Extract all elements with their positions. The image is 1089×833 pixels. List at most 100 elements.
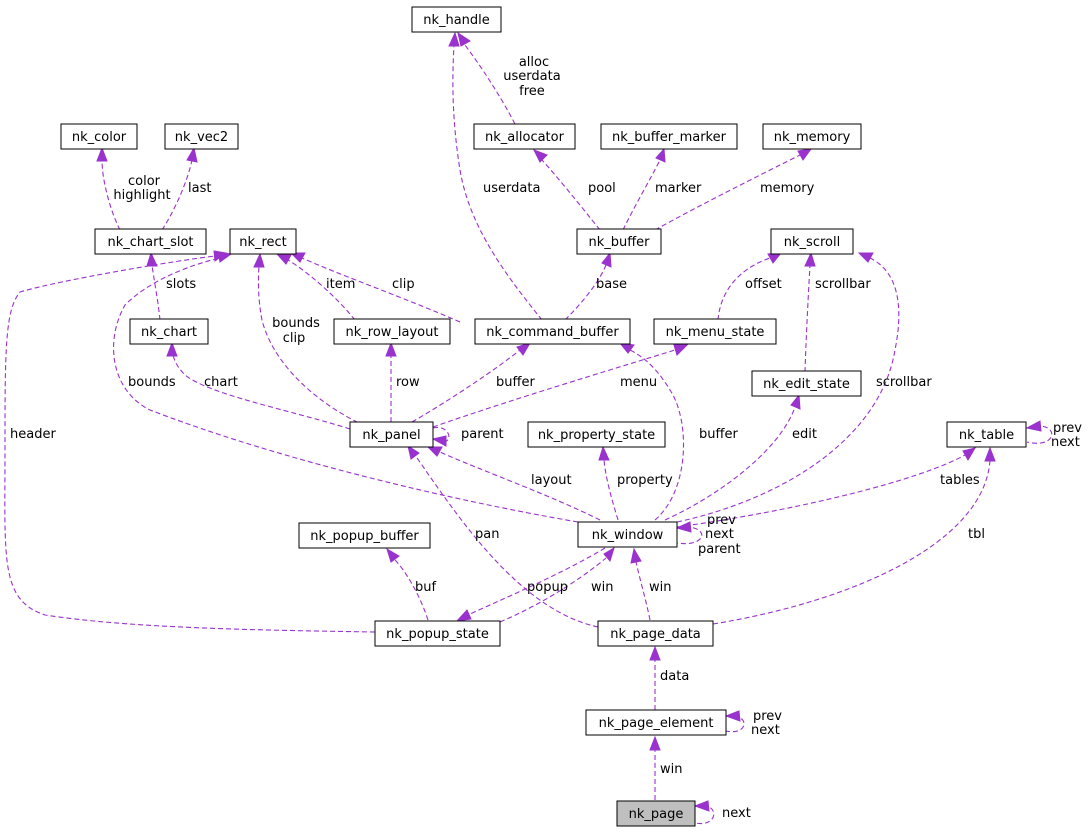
label-scrollbar-window: scrollbar	[876, 375, 932, 390]
node-label: nk_color	[72, 130, 127, 145]
label-free: free	[519, 84, 545, 99]
node-nk-vec2[interactable]: nk_vec2	[164, 123, 239, 150]
node-label: nk_window	[592, 528, 664, 543]
label-bounds-clip-2: clip	[283, 331, 306, 346]
node-label: nk_panel	[362, 428, 420, 443]
label-property: property	[617, 473, 673, 488]
label-slots: slots	[166, 277, 196, 292]
node-nk-window[interactable]: nk_window	[577, 521, 678, 548]
label-userdata: userdata	[483, 181, 540, 196]
node-nk-panel[interactable]: nk_panel	[349, 421, 434, 448]
node-label: nk_allocator	[485, 130, 565, 145]
node-nk-command-buffer[interactable]: nk_command_buffer	[474, 318, 631, 345]
node-nk-chart-slot[interactable]: nk_chart_slot	[94, 228, 207, 255]
edge-panel-chart	[166, 341, 351, 430]
label-data: data	[660, 669, 689, 684]
edge-buffer-marker	[622, 147, 666, 231]
label-bounds: bounds	[128, 375, 176, 390]
node-nk-row-layout[interactable]: nk_row_layout	[333, 318, 451, 345]
label-userdata-top: userdata	[503, 69, 560, 84]
node-nk-color[interactable]: nk_color	[60, 123, 138, 150]
node-nk-chart[interactable]: nk_chart	[129, 318, 209, 345]
edge-panel-parent	[431, 426, 450, 447]
node-label: nk_page_data	[610, 627, 701, 642]
node-label: nk_edit_state	[763, 377, 850, 392]
label-tbl: tbl	[968, 527, 985, 542]
edge-window-table	[676, 447, 977, 528]
node-label: nk_popup_buffer	[310, 529, 419, 544]
label-header: header	[10, 427, 56, 442]
node-nk-buffer[interactable]: nk_buffer	[576, 228, 662, 255]
node-nk-allocator[interactable]: nk_allocator	[473, 123, 576, 150]
node-nk-popup-state[interactable]: nk_popup_state	[374, 620, 501, 647]
label-next-page: next	[722, 806, 751, 821]
node-label: nk_buffer	[588, 235, 650, 250]
label-pool: pool	[588, 181, 616, 196]
label-alloc: alloc	[519, 55, 549, 70]
label-color: color	[128, 174, 161, 189]
label-offset: offset	[745, 277, 782, 292]
edge-page-data-window	[630, 547, 651, 621]
edge-command-buffer-buffer	[564, 251, 612, 321]
edge-window-scroll	[676, 252, 900, 523]
edge-command-buffer-rect	[289, 252, 461, 323]
node-nk-page[interactable]: nk_page	[616, 800, 696, 827]
node-nk-table[interactable]: nk_table	[946, 421, 1027, 448]
node-label: nk_command_buffer	[486, 325, 619, 340]
node-nk-page-element[interactable]: nk_page_element	[585, 709, 727, 736]
node-label: nk_page	[629, 807, 684, 822]
node-label: nk_vec2	[175, 130, 228, 145]
edge-allocator-handle	[457, 31, 516, 125]
label-scrollbar-edit: scrollbar	[815, 277, 871, 292]
label-next-table: next	[1051, 435, 1080, 450]
node-nk-edit-state[interactable]: nk_edit_state	[751, 370, 862, 397]
edge-panel-rect	[253, 252, 366, 427]
node-nk-memory[interactable]: nk_memory	[762, 123, 862, 150]
label-buffer-window: buffer	[699, 427, 738, 442]
node-nk-popup-buffer[interactable]: nk_popup_buffer	[298, 522, 431, 549]
label-row: row	[396, 375, 420, 390]
node-label: nk_page_element	[599, 716, 714, 731]
edge-panel-row-layout	[385, 341, 397, 422]
edge-window-panel	[426, 446, 601, 521]
label-layout: layout	[531, 473, 572, 488]
node-label: nk_buffer_marker	[612, 130, 727, 145]
node-nk-scroll[interactable]: nk_scroll	[770, 228, 854, 255]
label-pan: pan	[475, 527, 499, 542]
label-prev-element: prev	[753, 709, 782, 724]
edge-window-property-state	[598, 445, 619, 521]
node-label: nk_property_state	[538, 428, 655, 443]
label-win-page: win	[660, 762, 682, 777]
edge-chart-slot-vec2	[161, 146, 198, 231]
label-prev-window: prev	[707, 513, 736, 528]
label-item: item	[326, 277, 355, 292]
edge-buffer-memory	[654, 148, 813, 231]
label-parent-window: parent	[698, 542, 741, 557]
node-label: nk_chart_slot	[108, 235, 194, 250]
edge-popup-state-rect	[4, 250, 376, 633]
edge-command-buffer-handle	[448, 31, 543, 321]
node-label: nk_chart	[141, 325, 197, 340]
label-buffer-panel: buffer	[496, 375, 535, 390]
label-buf: buf	[415, 580, 436, 595]
edge-window-rect	[113, 251, 579, 523]
node-nk-buffer-marker[interactable]: nk_buffer_marker	[600, 123, 738, 150]
node-nk-handle[interactable]: nk_handle	[411, 6, 502, 33]
node-label: nk_menu_state	[666, 325, 765, 340]
edge-page-self	[693, 800, 715, 825]
edge-page-data-table	[712, 446, 996, 625]
edge-edit-state-scroll	[804, 251, 816, 373]
node-label: nk_scroll	[784, 235, 840, 250]
edge-panel-menu-state	[432, 344, 689, 428]
node-nk-menu-state[interactable]: nk_menu_state	[653, 318, 777, 345]
edge-chart-slot-color	[96, 146, 121, 231]
label-prev-table: prev	[1053, 421, 1082, 436]
node-nk-page-data[interactable]: nk_page_data	[597, 620, 714, 647]
node-nk-rect[interactable]: nk_rect	[229, 228, 297, 255]
label-next-element: next	[751, 723, 780, 738]
node-nk-property-state[interactable]: nk_property_state	[527, 421, 666, 448]
edge-panel-command-buffer	[411, 342, 532, 423]
label-menu: menu	[620, 375, 657, 390]
edge-page-data-panel	[407, 444, 599, 628]
